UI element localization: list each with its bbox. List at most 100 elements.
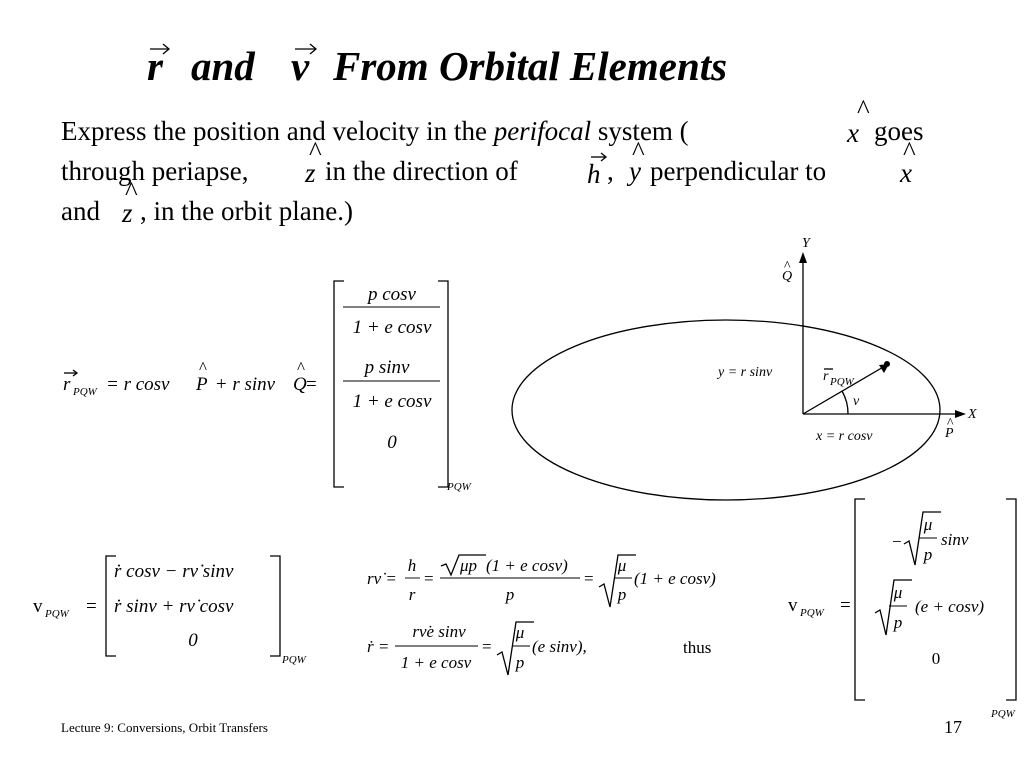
intro-line2-b: in the direction of [325, 156, 518, 186]
title-r: r [147, 43, 164, 89]
svg-text:^: ^ [857, 94, 870, 124]
vres-r1-num: μ [923, 515, 933, 534]
vres-r2-den: p [893, 613, 903, 632]
svg-text:^: ^ [297, 358, 305, 377]
axis-x-label: X [967, 407, 977, 422]
pos-m2-num: p sinν [363, 357, 410, 378]
intro-paragraph: Express the position and velocity in the… [61, 94, 924, 228]
velocity-result: v PQW = − μ p sinν μ p (e + cosν) 0 PQW [788, 498, 1017, 720]
intro-line3-b: , in the orbit plane.) [140, 196, 353, 226]
der-a-sqrt-num: μ [617, 556, 627, 575]
intro-comma: , [607, 156, 614, 186]
intro-line1-b: system ( [591, 116, 689, 146]
vres-r1-minus: − [892, 532, 902, 551]
vres-eq: = [840, 595, 851, 616]
vres-subscript: PQW [990, 708, 1016, 720]
der-a-eq2: = [584, 569, 594, 588]
intro-line1-a: Express the position and velocity in the [61, 116, 494, 146]
intro-line3-a: and [61, 196, 100, 226]
vres-r2-tail: (e + cosν) [915, 597, 984, 616]
vres-r2-num: μ [893, 583, 903, 602]
svg-text:^: ^ [309, 136, 322, 166]
x-formula: x = r cosν [815, 429, 873, 444]
vres-r1-tail: sinν [941, 530, 969, 549]
title-rest: From Orbital Elements [332, 43, 727, 89]
intro-xhat: x [846, 118, 859, 148]
vres-r1-den: p [923, 545, 933, 564]
der-b-lhs: ṙ = [367, 637, 389, 656]
der-b-sqrt-den: p [515, 653, 525, 672]
pos-subscript: PQW [446, 481, 472, 493]
der-a-sqrt-den: p [617, 585, 627, 604]
vres-bracket-right [1006, 498, 1017, 701]
vres-bracket-left [854, 498, 865, 701]
der-a-eq1: = [424, 569, 434, 588]
svg-text:^: ^ [903, 136, 916, 166]
der-b-eq: = [482, 637, 492, 656]
der-a-tail: (1 + e cosν) [634, 569, 716, 588]
axis-q-label: Q [782, 269, 792, 284]
axis-y-label: Y [802, 236, 812, 251]
pos-rhs-text: = r cosν [106, 374, 174, 395]
vres-lhs: v [788, 595, 798, 616]
pos-m2-den: 1 + e cosν [353, 391, 432, 412]
vel-row1: ṙ cosν − rν̇ sinν [114, 561, 234, 582]
der-a-f2-den: p [505, 585, 515, 604]
vel-lhs: v [33, 596, 43, 617]
vel-bracket-right [270, 555, 281, 657]
axis-p-label: P [944, 426, 954, 441]
der-b-tail: (e sinν), [532, 637, 587, 656]
intro-line2-c: perpendicular to [650, 156, 826, 186]
svg-text:^: ^ [125, 176, 138, 206]
y-axis-arrow [799, 252, 807, 263]
vres-r3: 0 [932, 649, 941, 668]
page-number: 17 [944, 717, 962, 737]
pos-lhs-sub: PQW [72, 386, 98, 398]
vel-lhs-sub: PQW [44, 608, 70, 620]
intro-xhat2: x [899, 158, 912, 188]
r-sub: PQW [829, 376, 855, 388]
intro-yhat: y [626, 156, 641, 186]
y-formula: y = r sinν [716, 365, 773, 380]
vel-row3: 0 [188, 630, 198, 651]
pos-P: P [195, 374, 208, 395]
r-vector [802, 365, 886, 415]
x-axis-arrow [955, 410, 966, 418]
der-a-f1-num: h [408, 556, 417, 575]
nu-label: ν [853, 394, 860, 409]
pos-eq: = [306, 374, 317, 395]
svg-text:^: ^ [632, 136, 645, 166]
slide-title: r and v From Orbital Elements [147, 43, 727, 89]
svg-text:^: ^ [947, 416, 954, 431]
pos-lhs-r: r [63, 374, 71, 395]
pos-plus: + r sinν [210, 374, 280, 395]
der-a-f2-rest: (1 + e cosν) [486, 556, 568, 575]
intro-hbar: h [587, 159, 601, 189]
intro-line2-a: through periapse, [61, 156, 248, 186]
pos-m3: 0 [387, 432, 397, 453]
vel-bracket-left [105, 555, 116, 657]
vres-lhs-sub: PQW [799, 607, 825, 619]
intro-perifocal: perifocal [492, 116, 591, 146]
vel-eq: = [86, 596, 97, 617]
pos-Q: Q [293, 374, 307, 395]
svg-text:^: ^ [784, 259, 791, 274]
spacecraft-dot [884, 361, 890, 367]
pos-bracket-left [333, 280, 344, 488]
velocity-equation: v PQW = ṙ cosν − rν̇ sinν ṙ sinν + rν̇ c… [33, 555, 307, 666]
r-label: r [823, 369, 829, 384]
derivation: rν̇ = h r = μp (1 + e cosν) p = μ p (1 +… [367, 554, 716, 676]
pos-bracket-right [438, 280, 449, 488]
svg-text:^: ^ [199, 358, 207, 377]
position-equation: r PQW = r cosν P ^ + r sinν Q ^ = p cosν… [63, 280, 472, 493]
vel-row2: ṙ sinν + rν̇ cosν [114, 596, 234, 617]
title-and: and [191, 43, 255, 89]
orbit-ellipse [511, 319, 941, 501]
pos-m1-num: p cosν [366, 284, 417, 305]
svg-text:Express the position and veloc: Express the position and velocity in the… [61, 116, 689, 146]
vel-subscript: PQW [281, 654, 307, 666]
der-b-f1-den: 1 + e cosν [401, 653, 472, 672]
der-b-f1-num: rν̇e sinν [412, 622, 466, 641]
footer-lecture: Lecture 9: Conversions, Orbit Transfers [61, 720, 268, 735]
